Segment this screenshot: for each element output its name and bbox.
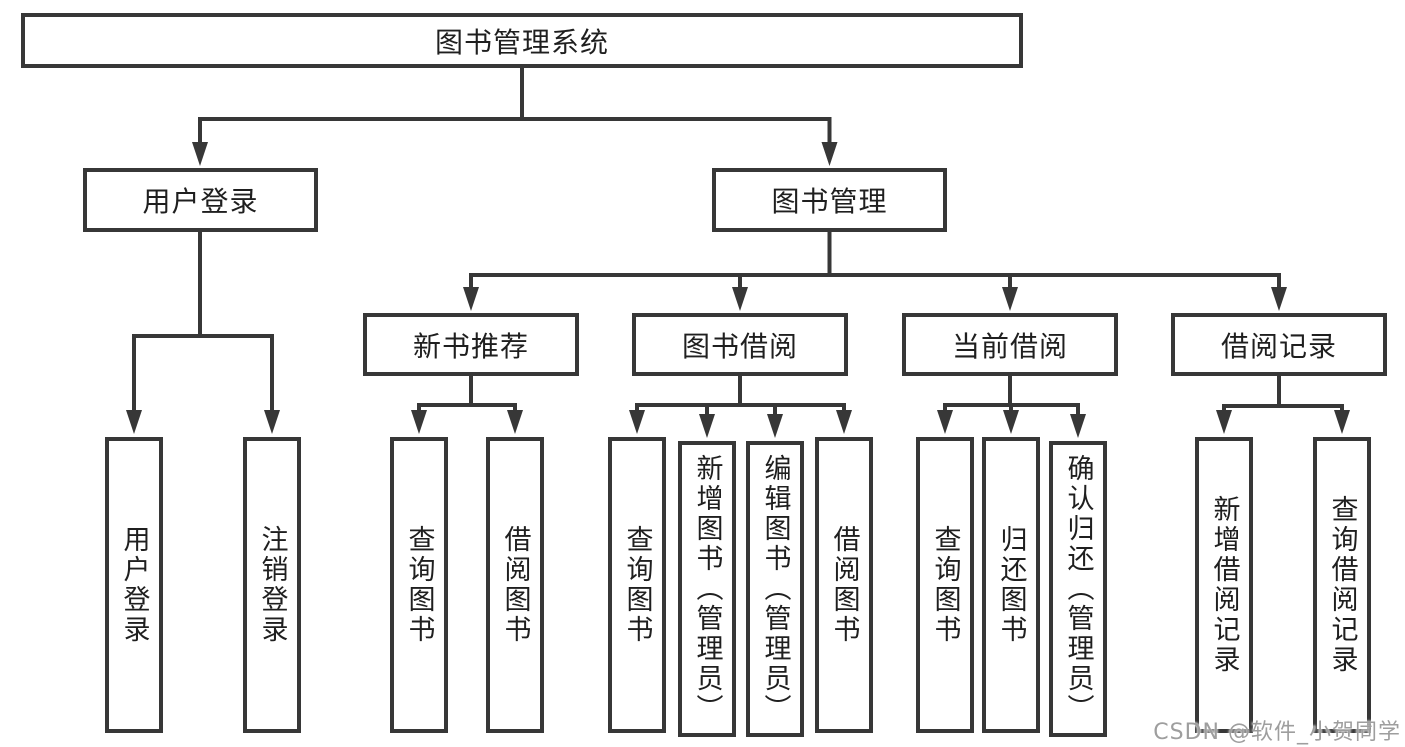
leaf-user-login: 用户登录: [105, 437, 163, 733]
node-new-book-recommend: 新书推荐: [363, 313, 579, 376]
leaf-confirm-return-admin: 确认归还（管理员）: [1049, 441, 1107, 737]
node-book-management: 图书管理: [712, 168, 947, 232]
connector-user-login-children: [126, 232, 280, 434]
node-borrow-records: 借阅记录: [1171, 313, 1387, 376]
csdn-watermark: CSDN @软件_小贺同学: [1153, 720, 1401, 745]
connector-new-book-recommend-children: [411, 376, 523, 434]
node-current-borrow: 当前借阅: [902, 313, 1118, 376]
leaf-borrow-books: 借阅图书: [815, 437, 873, 733]
connector-borrow-records-children: [1216, 376, 1350, 434]
connector-book-management-children: [463, 232, 1287, 311]
node-book-borrow: 图书借阅: [632, 313, 848, 376]
connector-current-borrow-children: [937, 376, 1086, 438]
leaf-add-book-admin: 新增图书（管理员）: [678, 441, 736, 737]
leaf-query-books-current: 查询图书: [916, 437, 974, 733]
node-library-management-system: 图书管理系统: [21, 13, 1023, 68]
connector-root-to-level2: [192, 68, 838, 166]
leaf-add-borrow-record: 新增借阅记录: [1195, 437, 1253, 733]
leaf-query-books-borrow: 查询图书: [608, 437, 666, 733]
leaf-query-books-recommend: 查询图书: [390, 437, 448, 733]
connector-book-borrow-children: [629, 376, 852, 438]
leaf-edit-book-admin: 编辑图书（管理员）: [746, 441, 804, 737]
leaf-logout: 注销登录: [243, 437, 301, 733]
leaf-return-book: 归还图书: [982, 437, 1040, 733]
node-user-login: 用户登录: [83, 168, 318, 232]
leaf-query-borrow-record: 查询借阅记录: [1313, 437, 1371, 733]
leaf-borrow-books-recommend: 借阅图书: [486, 437, 544, 733]
